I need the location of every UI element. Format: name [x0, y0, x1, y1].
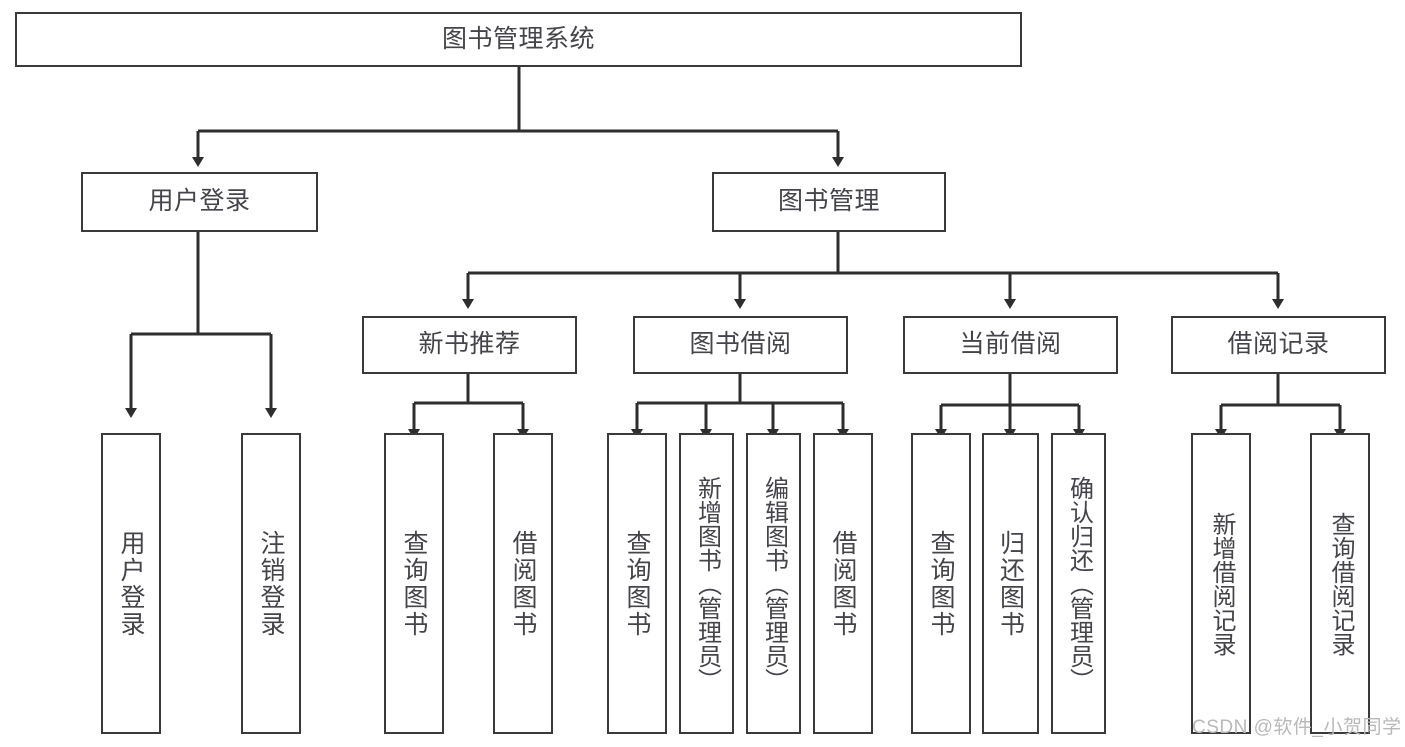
node-book-borrow-label: 图书借阅: [689, 330, 792, 359]
leaf-label: 用户登录: [117, 529, 145, 638]
node-current-borrow[interactable]: 当前借阅: [903, 316, 1118, 374]
leaf-new-book-query[interactable]: 查询图书: [384, 433, 444, 734]
leaf-label: 注销登录: [257, 529, 285, 638]
node-current-borrow-label: 当前借阅: [959, 330, 1062, 359]
csdn-watermark: CSDN @软件_小贺同学: [1192, 717, 1402, 738]
leaf-current-borrow-query[interactable]: 查询图书: [911, 433, 971, 734]
leaf-borrow-record-add[interactable]: 新增借阅记录: [1191, 433, 1251, 734]
node-new-book-recommend-label: 新书推荐: [418, 330, 521, 359]
leaf-label: 新增图书（管理员）: [693, 475, 721, 692]
leaf-label: 查询图书: [927, 529, 955, 638]
leaf-user-login-logout[interactable]: 注销登录: [241, 433, 301, 734]
leaf-new-book-borrow[interactable]: 借阅图书: [493, 433, 553, 734]
leaf-label: 确认归还（管理员）: [1065, 475, 1093, 692]
leaf-label: 编辑图书（管理员）: [760, 475, 788, 692]
leaf-current-borrow-confirm[interactable]: 确认归还（管理员）: [1051, 433, 1106, 734]
leaf-book-borrow-add[interactable]: 新增图书（管理员）: [679, 433, 734, 734]
node-book-manage[interactable]: 图书管理: [712, 172, 946, 232]
node-user-login-label: 用户登录: [148, 187, 251, 216]
leaf-label: 查询图书: [623, 529, 651, 638]
leaf-book-borrow-borrow[interactable]: 借阅图书: [813, 433, 873, 734]
node-new-book-recommend[interactable]: 新书推荐: [362, 316, 577, 374]
node-book-borrow[interactable]: 图书借阅: [633, 316, 848, 374]
node-user-login[interactable]: 用户登录: [81, 172, 318, 232]
leaf-book-borrow-query[interactable]: 查询图书: [607, 433, 667, 734]
node-root-label: 图书管理系统: [441, 24, 595, 53]
leaf-label: 借阅图书: [829, 529, 857, 638]
leaf-label: 新增借阅记录: [1208, 511, 1235, 656]
leaf-book-borrow-edit[interactable]: 编辑图书（管理员）: [746, 433, 801, 734]
leaf-user-login-login[interactable]: 用户登录: [101, 433, 161, 734]
node-borrow-record[interactable]: 借阅记录: [1171, 316, 1386, 374]
leaf-label: 查询图书: [400, 529, 428, 638]
leaf-label: 借阅图书: [509, 529, 537, 638]
leaf-label: 归还图书: [996, 529, 1025, 638]
node-book-manage-label: 图书管理: [777, 187, 880, 216]
leaf-borrow-record-query[interactable]: 查询借阅记录: [1310, 433, 1370, 734]
leaf-current-borrow-return[interactable]: 归还图书: [982, 433, 1039, 734]
node-root[interactable]: 图书管理系统: [15, 12, 1022, 67]
node-borrow-record-label: 借阅记录: [1227, 330, 1330, 359]
leaf-label: 查询借阅记录: [1327, 511, 1354, 656]
